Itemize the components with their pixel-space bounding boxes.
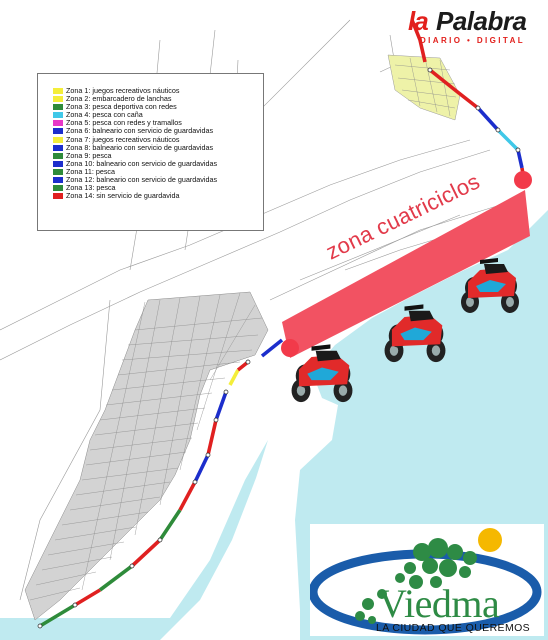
brand-name-prefix: la (408, 6, 429, 36)
brand-name-main: Palabra (436, 6, 527, 36)
legend-swatch (53, 104, 63, 111)
quad-bike-icon (384, 304, 446, 363)
legend-swatch (53, 112, 63, 119)
legend-label: Zona 7: juegos recreativos náuticos (66, 134, 180, 144)
sun-icon (478, 528, 502, 552)
legend-swatch (53, 160, 63, 167)
legend-label: Zona 11: pesca (66, 166, 116, 176)
legend-swatch (53, 185, 63, 192)
legend-item: Zona 10: balneario con servicio de guard… (53, 158, 257, 168)
quad-zone-marker-north (514, 171, 532, 189)
legend-label: Zona 2: embarcadero de lanchas (66, 94, 172, 104)
legend-swatch (53, 168, 63, 175)
legend-swatch (53, 193, 63, 200)
viedma-slogan: LA CIUDAD QUE QUEREMOS (376, 622, 531, 634)
legend-item: Zona 3: pesca deportiva con redes (53, 102, 257, 112)
quad-bike-icon (461, 258, 519, 313)
block-grid (29, 292, 263, 601)
legend-label: Zona 4: pesca con caña (66, 110, 143, 120)
legend-label: Zona 10: balneario con servicio de guard… (66, 158, 218, 168)
legend-label: Zona 1: juegos recreativos náuticos (66, 86, 180, 95)
legend-item: Zona 12: balneario con servicio de guard… (53, 175, 257, 185)
legend-item: Zona 11: pesca (53, 166, 257, 176)
legend-item: Zona 14: sin servicio de guardavida (53, 191, 257, 201)
legend-item: Zona 1: juegos recreativos náuticos (53, 86, 257, 95)
legend-swatch (53, 120, 63, 127)
legend-label: Zona 8: balneario con servicio de guarda… (66, 142, 214, 152)
coastline-zone-segments (39, 19, 526, 628)
legend-item: Zona 5: pesca con redes y tramallos (53, 118, 257, 128)
legend-swatch (53, 88, 63, 94)
legend-label: Zona 5: pesca con redes y tramallos (66, 118, 182, 128)
quad-zone-marker-south (281, 339, 299, 357)
viedma-wordmark: Viedma (378, 581, 500, 626)
legend-label: Zona 14: sin servicio de guardavida (66, 191, 180, 201)
legend-label: Zona 12: balneario con servicio de guard… (66, 175, 218, 185)
legend-swatch (53, 152, 63, 159)
quad-zone-area (282, 190, 530, 358)
legend-swatch (53, 128, 63, 135)
northern-parcel-lines (394, 57, 457, 117)
legend-label: Zona 6: balneario con servicio de guarda… (66, 126, 214, 136)
legend-swatch (53, 177, 63, 184)
foliage-icon (355, 538, 477, 624)
legend-swatch (53, 144, 63, 151)
legend-item: Zona 7: juegos recreativos náuticos (53, 134, 257, 144)
legend-item: Zona 4: pesca con caña (53, 110, 257, 120)
viedma-logo-graphic (310, 528, 542, 635)
legend-item: Zona 13: pesca (53, 183, 257, 193)
legend-swatch (53, 96, 63, 103)
quad-bike-icon (291, 344, 353, 403)
legend-item: Zona 9: pesca (53, 150, 257, 160)
coastline-nodes (37, 67, 521, 629)
quad-bikes (291, 258, 519, 403)
brand-logo: la Palabra DIARIO • DIGITAL (408, 6, 544, 48)
legend-label: Zona 9: pesca (66, 150, 112, 160)
viedma-logo: Viedma LA CIUDAD QUE QUEREMOS (310, 524, 544, 636)
legend-swatch (53, 136, 63, 143)
brand-tagline: DIARIO • DIGITAL (420, 36, 526, 45)
legend-label: Zona 3: pesca deportiva con redes (66, 102, 177, 112)
legend-item: Zona 8: balneario con servicio de guarda… (53, 142, 257, 152)
legend-item: Zona 6: balneario con servicio de guarda… (53, 126, 257, 136)
legend-label: Zona 13: pesca (66, 183, 116, 193)
urban-blocks (24, 291, 269, 621)
legend-item: Zona 2: embarcadero de lanchas (53, 94, 257, 104)
